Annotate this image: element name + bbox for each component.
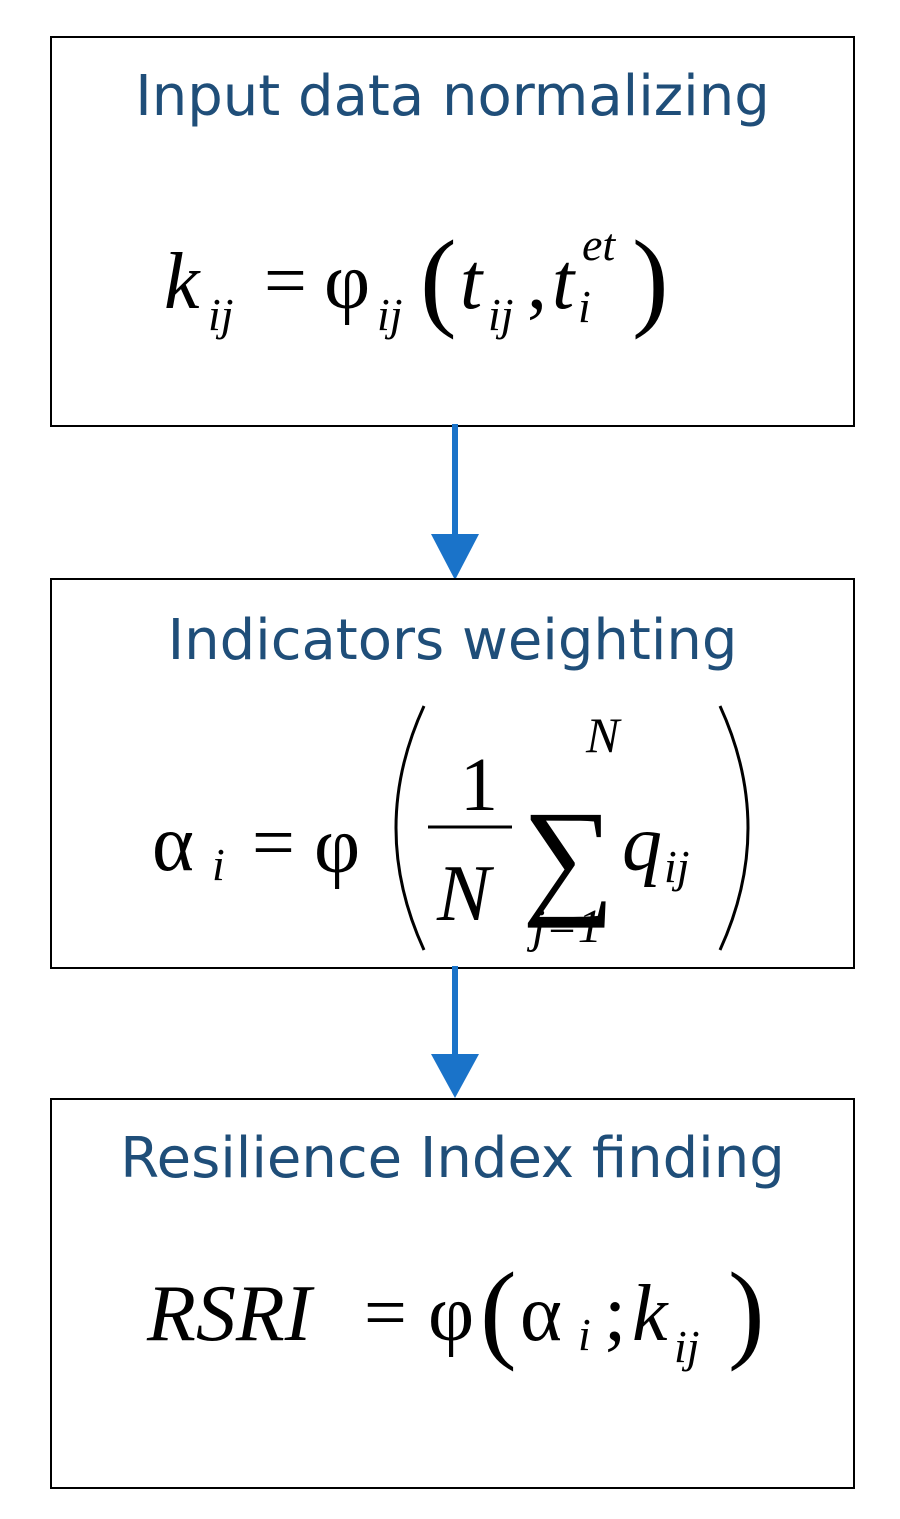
formula-lhs-sub: i	[212, 839, 225, 890]
formula-sep: ;	[604, 1270, 626, 1358]
sum-term-var: q	[622, 800, 662, 888]
step-title-normalizing: Input data normalizing	[135, 64, 770, 129]
formula-eq: =	[264, 239, 307, 323]
formula-arg2-sup: et	[582, 219, 616, 270]
step-box-normalizing: Input data normalizing k ij = φ ij ( t i…	[50, 36, 855, 427]
formula-func-sub: ij	[377, 289, 403, 340]
formula-lhs-sub: ij	[208, 289, 234, 340]
flow-arrow-1	[431, 424, 479, 580]
formula-rparen: )	[632, 218, 669, 340]
step-box-index: Resilience Index finding RSRI = φ ( α i …	[50, 1098, 855, 1489]
step-title-weighting: Indicators weighting	[167, 608, 738, 673]
sum-term-sub: ij	[664, 841, 690, 892]
formula-arg2-sub: ij	[674, 1321, 700, 1372]
step-box-weighting: Indicators weighting α i = φ 1 N N ∑ j=1…	[50, 578, 855, 969]
formula-arg1-sub: i	[578, 1309, 591, 1360]
fraction-denominator: N	[436, 850, 495, 938]
formula-lhs-var: α	[152, 800, 194, 888]
formula-func: φ	[314, 802, 360, 890]
flow-arrow-2	[431, 966, 479, 1098]
formula-lparen: (	[480, 1250, 517, 1372]
formula-eq: =	[364, 1271, 407, 1355]
formula-arg1-sub: ij	[488, 289, 514, 340]
formula-comma: ,	[527, 238, 547, 326]
formula-arg2-sub: i	[578, 281, 591, 332]
formula-lhs-var: k	[164, 238, 201, 326]
big-lparen	[394, 705, 426, 951]
step-title-index: Resilience Index finding	[120, 1126, 785, 1191]
formula-arg2-var: t	[552, 238, 576, 326]
big-rparen	[718, 705, 750, 951]
fraction-numerator: 1	[460, 743, 498, 827]
formula-func: φ	[428, 1270, 474, 1358]
formula-weighting: α i = φ 1 N N ∑ j=1 q ij	[152, 705, 750, 953]
sum-lower-limit: j=1	[526, 900, 602, 953]
formula-normalizing: k ij = φ ij ( t ij , t et i )	[164, 218, 669, 340]
formula-func: φ	[324, 238, 370, 326]
formula-arg1-var: t	[460, 238, 484, 326]
formula-eq: =	[252, 801, 295, 885]
formula-arg1-var: α	[520, 1270, 562, 1358]
formula-lparen: (	[420, 218, 457, 340]
sum-symbol: ∑	[522, 785, 615, 929]
formula-index: RSRI = φ ( α i ; k ij )	[146, 1250, 765, 1372]
sum-upper-limit: N	[585, 707, 622, 763]
formula-rparen: )	[728, 1250, 765, 1372]
formula-arg2-var: k	[632, 1270, 669, 1358]
formula-lhs: RSRI	[146, 1270, 315, 1358]
